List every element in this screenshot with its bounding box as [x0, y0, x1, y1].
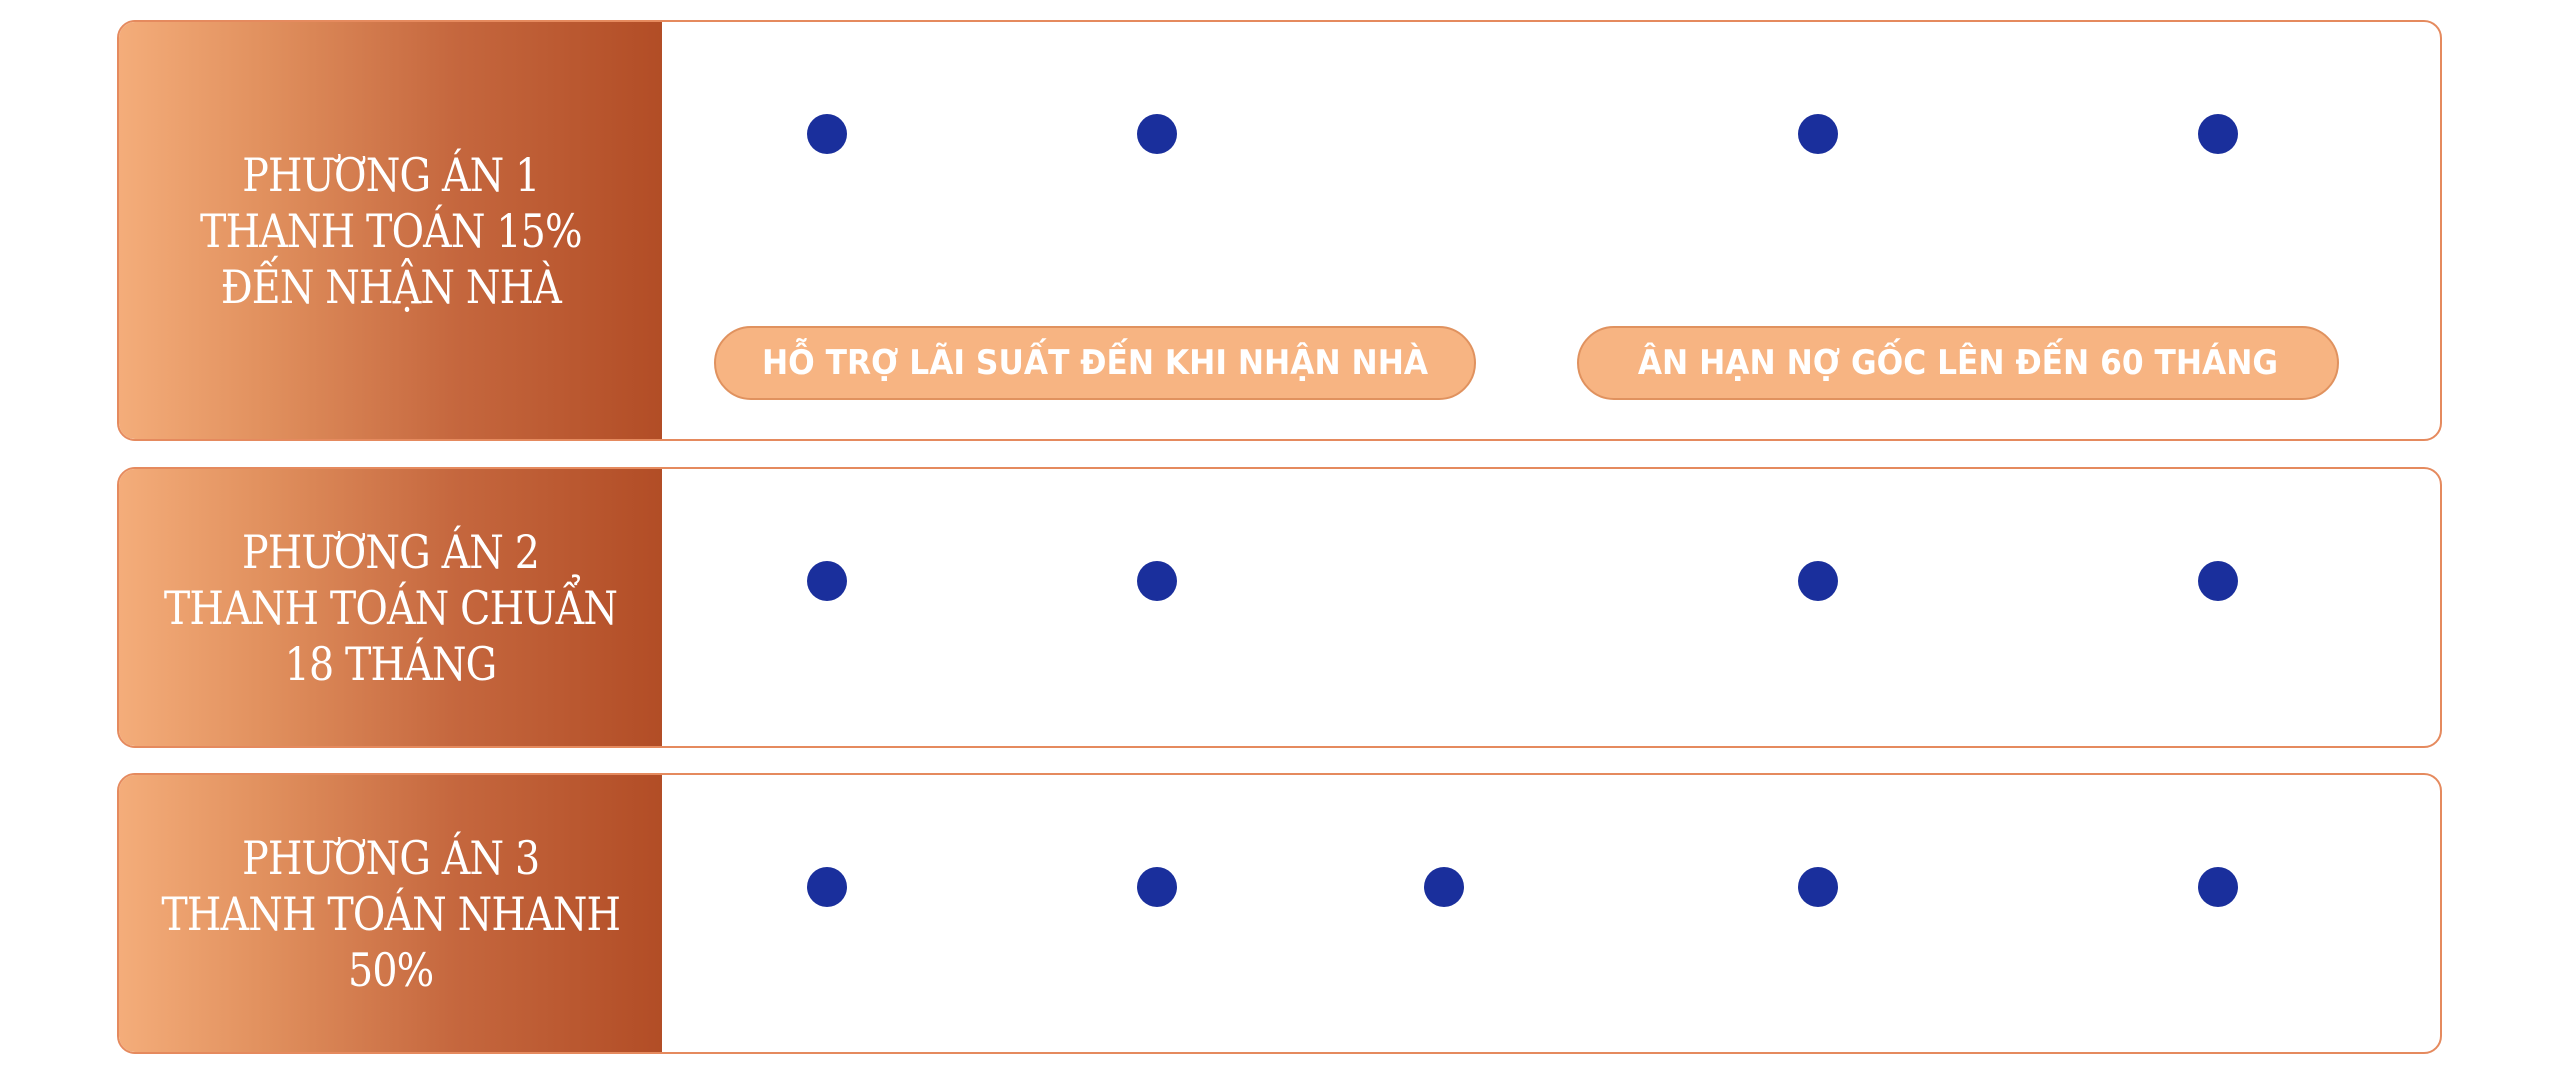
bullet-dot — [1798, 561, 1838, 601]
plan-title-line: 18 THÁNG — [284, 636, 498, 691]
plan-label-panel: PHƯƠNG ÁN 1 THANH TOÁN 15% ĐẾN NHẬN NHÀ — [119, 22, 662, 439]
bullet-dot — [2198, 561, 2238, 601]
plan-title: PHƯƠNG ÁN 2 THANH TOÁN CHUẨN 18 THÁNG — [163, 524, 618, 692]
bullet-dot — [1137, 114, 1177, 154]
bullet-dot — [1137, 561, 1177, 601]
bullet-dot — [1798, 114, 1838, 154]
bullet-dot — [2198, 114, 2238, 154]
bullet-dot — [807, 561, 847, 601]
plan-title-line: THANH TOÁN CHUẨN — [163, 580, 618, 635]
badge-label: HỖ TRỢ LÃI SUẤT ĐẾN KHI NHẬN NHÀ — [761, 343, 1429, 383]
bullet-dot — [2198, 867, 2238, 907]
bullet-dot — [807, 867, 847, 907]
bullet-dot — [1424, 867, 1464, 907]
plan-card-1: PHƯƠNG ÁN 1 THANH TOÁN 15% ĐẾN NHẬN NHÀ … — [117, 20, 2442, 441]
plan-title-line: PHƯƠNG ÁN 1 — [241, 147, 540, 202]
plan-title-line: PHƯƠNG ÁN 3 — [241, 830, 540, 885]
plan-label-panel: PHƯƠNG ÁN 2 THANH TOÁN CHUẨN 18 THÁNG — [119, 469, 662, 746]
bullet-dot — [1798, 867, 1838, 907]
plan-title-line: THANH TOÁN NHANH — [161, 886, 621, 941]
plan-title: PHƯƠNG ÁN 1 THANH TOÁN 15% ĐẾN NHẬN NHÀ — [200, 147, 582, 315]
bullet-dot — [807, 114, 847, 154]
plan-label-panel: PHƯƠNG ÁN 3 THANH TOÁN NHANH 50% — [119, 775, 662, 1052]
plan-title: PHƯƠNG ÁN 3 THANH TOÁN NHANH 50% — [161, 830, 621, 998]
interest-support-badge: HỖ TRỢ LÃI SUẤT ĐẾN KHI NHẬN NHÀ — [714, 326, 1476, 400]
badge-label: ÂN HẠN NỢ GỐC LÊN ĐẾN 60 THÁNG — [1637, 343, 2279, 383]
principal-grace-badge: ÂN HẠN NỢ GỐC LÊN ĐẾN 60 THÁNG — [1577, 326, 2339, 400]
bullet-dot — [1137, 867, 1177, 907]
plan-card-2: PHƯƠNG ÁN 2 THANH TOÁN CHUẨN 18 THÁNG — [117, 467, 2442, 748]
plan-title-line: ĐẾN NHẬN NHÀ — [220, 259, 561, 314]
plan-title-line: 50% — [347, 942, 434, 997]
plan-title-line: THANH TOÁN 15% — [199, 203, 582, 258]
plan-card-3: PHƯƠNG ÁN 3 THANH TOÁN NHANH 50% — [117, 773, 2442, 1054]
plan-title-line: PHƯƠNG ÁN 2 — [241, 524, 540, 579]
